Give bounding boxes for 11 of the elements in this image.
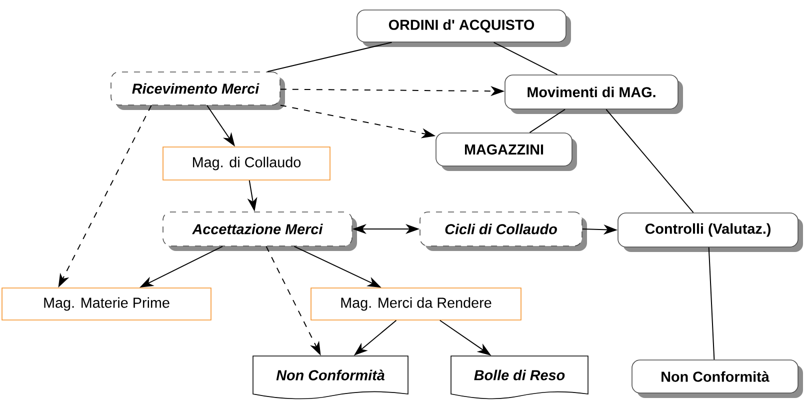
process-box: MAGAZZINI [436,132,577,171]
process-box: Cicli di Collaudo [420,212,587,251]
process-box: Non Conformità [632,360,803,398]
storage-box: Mag. di Collaudo [162,146,330,180]
process-box: Movimenti di MAG. [504,74,683,114]
process-box: Controlli (Valutaz.) [618,212,803,252]
storage-box: Mag. Materie Prime [2,288,212,320]
process-box: Accettazione Merci [162,212,357,251]
process-box: ORDINI d' ACQUISTO [356,10,571,47]
storage-box: Mag. Merci da Rendere [310,288,522,320]
process-box: Ricevimento Merci [110,72,285,110]
